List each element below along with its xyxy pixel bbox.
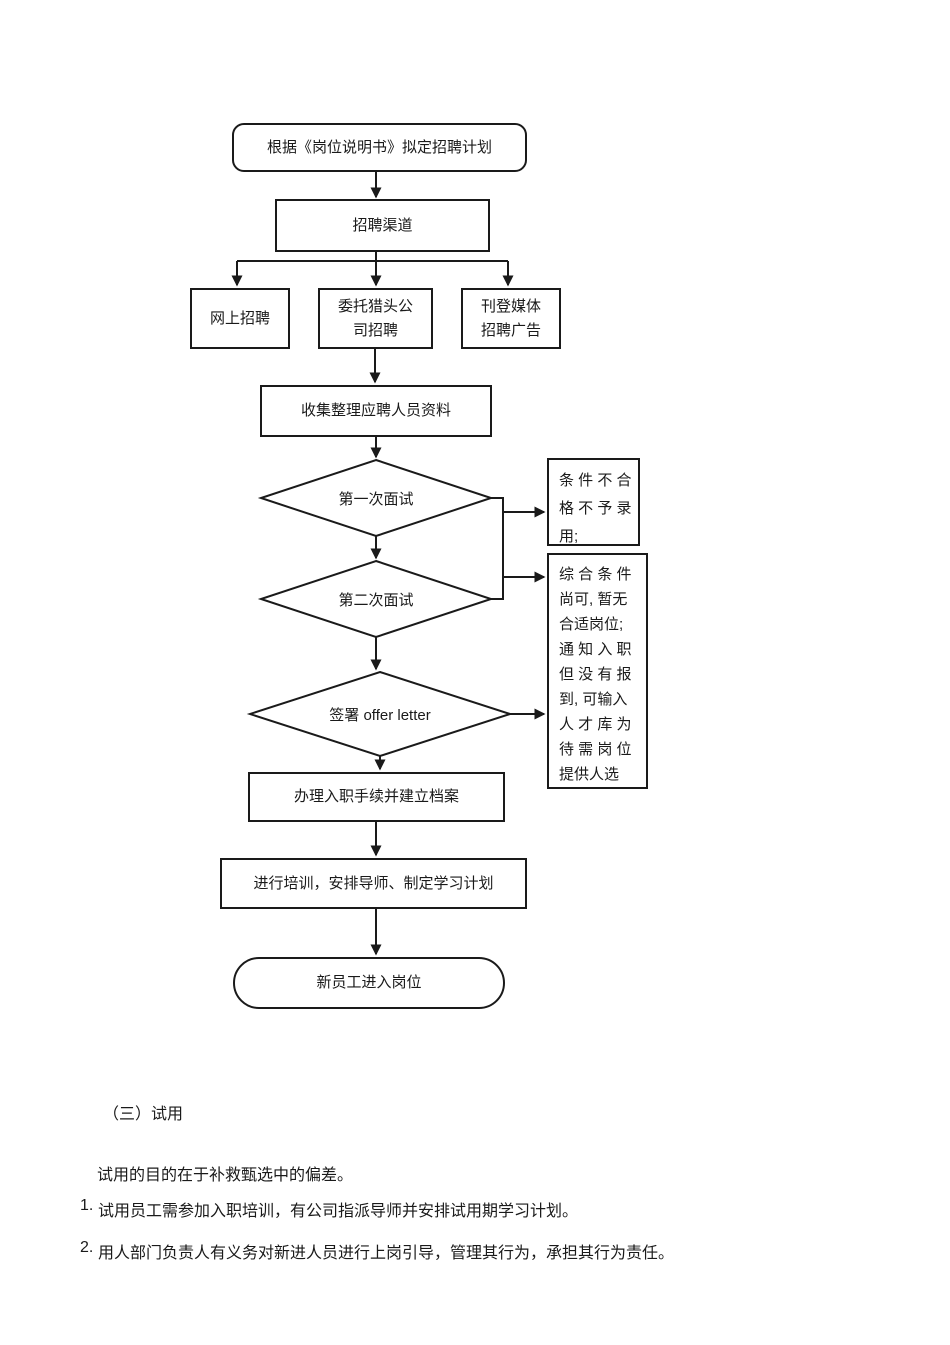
node-channels-label: 招聘渠道: [352, 216, 413, 234]
node-media-ads: 刊登媒体 招聘广告: [461, 288, 561, 349]
node-headhunter-line2: 司招聘: [352, 321, 398, 339]
note-talent-line: 提供人选: [559, 766, 620, 783]
note-talent-pool-box: 综 合 条 件 尚可, 暂无 合适岗位; 通 知 入 职 但 没 有 报 到, …: [547, 553, 648, 789]
section-intro: 试用的目的在于补救甄选中的偏差。: [97, 1167, 354, 1184]
section-heading: （三）试用: [103, 1106, 184, 1123]
node-headhunter-line1: 委托猎头公: [337, 297, 413, 315]
node-online-label: 网上招聘: [209, 309, 270, 327]
node-onboard: 办理入职手续并建立档案: [248, 772, 505, 822]
diamond-second-interview-label: 第二次面试: [338, 591, 414, 609]
list-item: 2. 用人部门负责人有义务对新进人员进行上岗引导，管理其行为，承担其行为责任。: [80, 1239, 674, 1263]
node-start-label: 根据《岗位说明书》拟定招聘计划: [266, 138, 492, 156]
note-reject-line: 格 不 予 录: [559, 500, 632, 517]
note-talent-line: 到, 可输入: [559, 691, 628, 708]
connector-arrows: [231, 172, 546, 956]
node-onboard-label: 办理入职手续并建立档案: [293, 788, 459, 805]
node-media-line2: 招聘广告: [480, 321, 541, 339]
node-online-recruit: 网上招聘: [190, 288, 290, 349]
list-item-number: 1.: [80, 1197, 94, 1214]
note-talent-line: 待 需 岗 位: [559, 741, 632, 758]
note-talent-line: 合适岗位;: [559, 616, 624, 633]
list-item-number: 2.: [80, 1239, 94, 1256]
decision-diamonds: [246, 458, 514, 758]
list-item: 1. 试用员工需参加入职培训，有公司指派导师并安排试用期学习计划。: [80, 1197, 578, 1221]
node-end-label: 新员工进入岗位: [316, 974, 422, 991]
list-item-text: 试用员工需参加入职培训，有公司指派导师并安排试用期学习计划。: [98, 1203, 579, 1220]
decision-bracket-line: [491, 497, 504, 600]
list-item-text: 用人部门负责人有义务对新进人员进行上岗引导，管理其行为，承担其行为责任。: [98, 1245, 675, 1262]
note-reject-line: 用;: [559, 528, 579, 545]
diamond-offer-letter-label: 签署 offer letter: [329, 706, 431, 724]
node-headhunter: 委托猎头公 司招聘: [318, 288, 433, 349]
diamond-first-interview-label: 第一次面试: [338, 490, 414, 508]
note-talent-line: 但 没 有 报: [559, 666, 632, 683]
note-talent-line: 尚可, 暂无: [559, 591, 628, 608]
node-training-label: 进行培训，安排导师、制定学习计划: [253, 874, 494, 892]
note-talent-line: 综 合 条 件: [559, 566, 632, 583]
node-training: 进行培训，安排导师、制定学习计划: [220, 858, 527, 909]
node-media-line1: 刊登媒体: [480, 297, 541, 315]
branch-line: [237, 252, 508, 262]
note-talent-line: 人 才 库 为: [559, 716, 632, 733]
connector-lines: [237, 252, 508, 600]
note-reject-line: 条 件 不 合: [559, 472, 632, 489]
node-start: 根据《岗位说明书》拟定招聘计划: [232, 123, 527, 172]
note-reject-box: 条 件 不 合 格 不 予 录 用;: [547, 458, 640, 546]
node-channels: 招聘渠道: [275, 199, 490, 252]
node-collect-label: 收集整理应聘人员资料: [300, 402, 451, 419]
node-collect-materials: 收集整理应聘人员资料: [260, 385, 492, 437]
note-talent-line: 通 知 入 职: [559, 641, 632, 658]
node-end: 新员工进入岗位: [233, 957, 505, 1009]
